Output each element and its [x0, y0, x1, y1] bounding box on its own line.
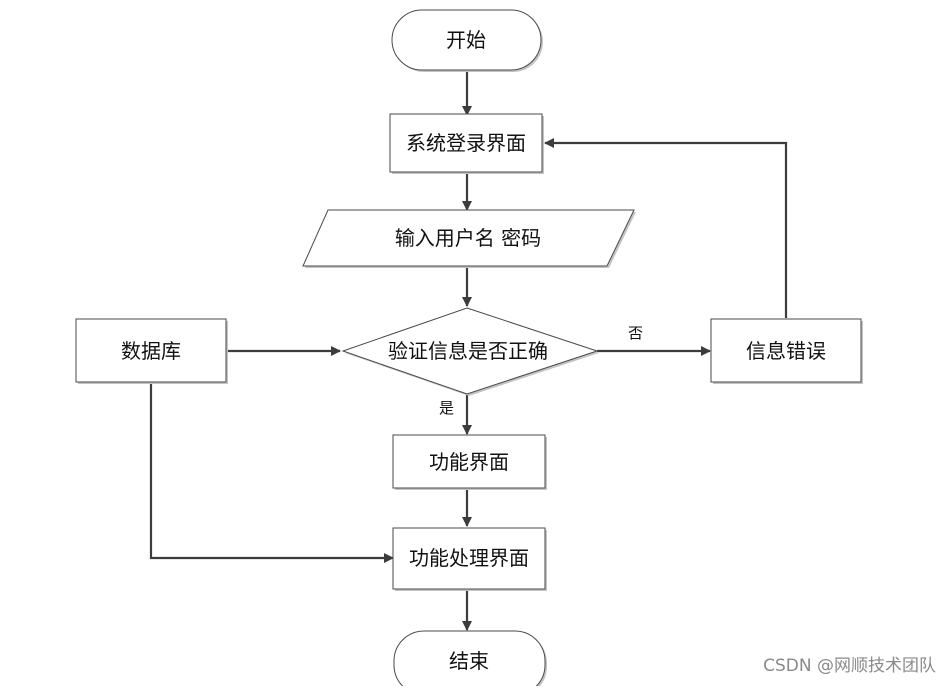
- node-database-label: 数据库: [121, 339, 181, 363]
- node-login-label: 系统登录界面: [406, 131, 526, 155]
- node-verify-label: 验证信息是否正确: [388, 339, 548, 363]
- node-input-shape: [302, 209, 635, 267]
- node-verify: 验证信息是否正确: [341, 307, 599, 396]
- node-function-label: 功能界面: [429, 450, 509, 474]
- node-function-screen: 功能界面: [392, 434, 547, 490]
- edge-database-to-process: [149, 382, 394, 563]
- watermark: CSDN @网顺技术团队: [763, 656, 936, 676]
- node-login-shape: [389, 113, 543, 173]
- node-start-label: 开始: [446, 28, 486, 52]
- connectors: [149, 72, 788, 631]
- node-info-error: 信息错误: [710, 318, 863, 384]
- node-database: 数据库: [75, 318, 228, 384]
- node-verify-shape: [341, 307, 599, 395]
- node-input-credentials: 输入用户名 密码: [302, 209, 636, 268]
- node-process-label: 功能处理界面: [409, 546, 529, 570]
- node-error-label: 信息错误: [746, 339, 826, 363]
- node-end-label: 结束: [449, 649, 489, 673]
- node-function-process-screen: 功能处理界面: [392, 527, 547, 591]
- edge-label-yes: 是: [439, 399, 454, 417]
- node-error-shape: [710, 318, 862, 383]
- node-process-shape: [392, 527, 546, 590]
- node-end-shape: [393, 630, 546, 690]
- edge-error-back-to-login: [544, 138, 788, 318]
- node-start: 开始: [391, 9, 543, 72]
- node-input-label: 输入用户名 密码: [395, 226, 541, 250]
- node-database-shape: [75, 318, 227, 383]
- edge-label-no: 否: [628, 324, 643, 342]
- node-end: 结束: [393, 630, 547, 690]
- node-function-shape: [392, 434, 546, 489]
- node-start-shape: [391, 9, 542, 71]
- node-login-screen: 系统登录界面: [389, 113, 544, 174]
